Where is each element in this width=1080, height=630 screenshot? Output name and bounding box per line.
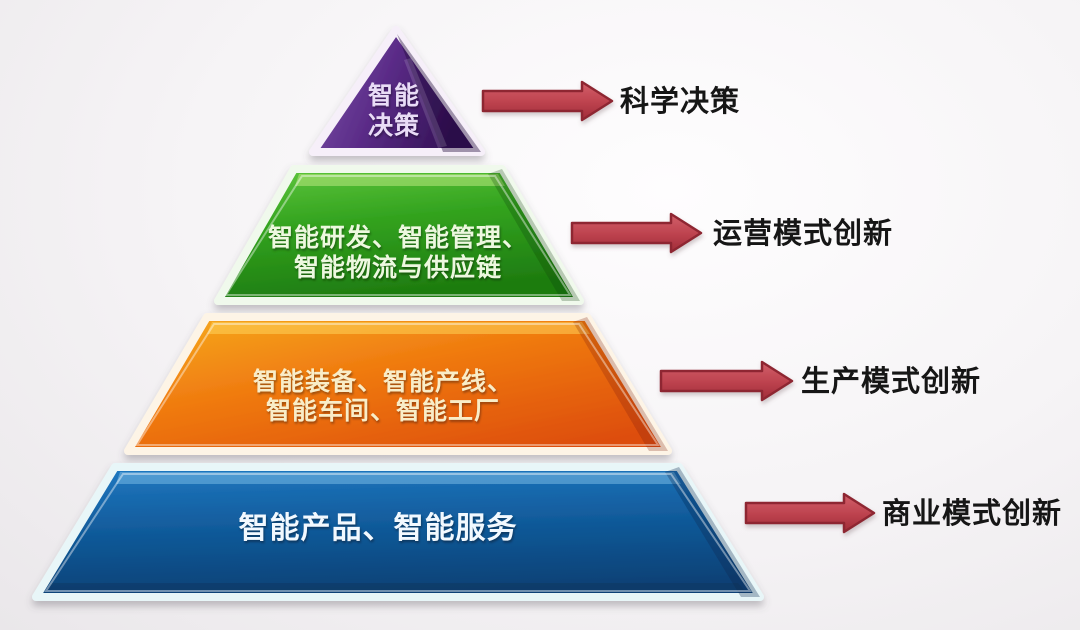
- arrows: [481, 80, 876, 534]
- level-production-text-line1: 智能装备、智能产线、: [253, 367, 513, 396]
- level-production-text-line2: 智能车间、智能工厂: [266, 396, 500, 425]
- level-operations-text-line2: 智能物流与供应链: [294, 253, 502, 282]
- pyramid-level-decision: 智能 决策: [309, 26, 485, 156]
- level-decision-text-line1: 智能: [368, 81, 420, 110]
- level-production-innerline: [135, 323, 660, 446]
- outcome-label-operations: 运营模式创新: [713, 217, 893, 250]
- outcome-label-business: 商业模式创新: [882, 497, 1062, 530]
- right-arrow-icon-decision: [481, 80, 614, 122]
- level-decision-text-line2: 决策: [368, 111, 420, 140]
- pyramid-level-production: 智能装备、智能产线、 智能车间、智能工厂: [124, 313, 672, 455]
- right-arrow-icon-operations: [570, 212, 703, 254]
- level-decision-sheen: [404, 58, 447, 148]
- level-operations-innerline: [224, 175, 572, 296]
- right-arrow-icon-business: [744, 492, 876, 534]
- level-business-text-line1: 智能产品、智能服务: [239, 512, 518, 545]
- level-business-innerline: [44, 473, 752, 592]
- pyramid-level-business: 智能产品、智能服务: [32, 463, 764, 601]
- level-business-bottom-shade: [46, 583, 744, 590]
- right-arrow-icon-production: [659, 360, 794, 402]
- outcome-label-decision: 科学决策: [620, 84, 740, 118]
- level-operations-text-line1: 智能研发、智能管理、: [268, 223, 528, 252]
- level-decision-shade: [397, 34, 481, 152]
- pyramid-level-operations: 智能研发、智能管理、 智能物流与供应链: [214, 165, 584, 305]
- outcome-label-production: 生产模式创新: [801, 365, 981, 398]
